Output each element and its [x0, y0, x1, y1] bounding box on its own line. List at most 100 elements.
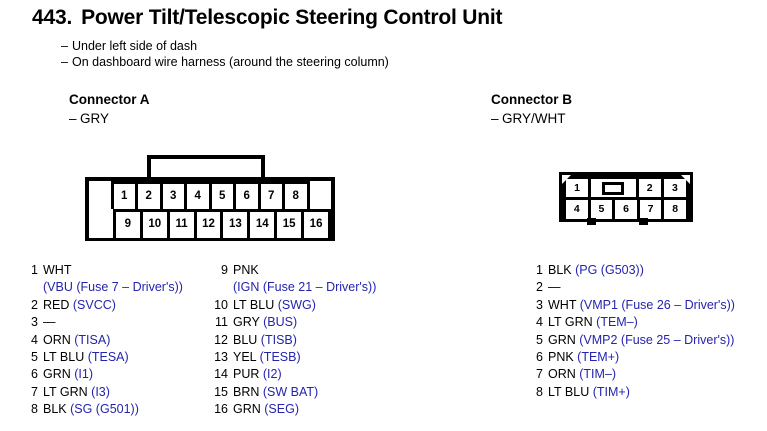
pin-signal-name: (TESA): [84, 350, 129, 365]
pin-wire-color: WHT: [43, 263, 72, 277]
pin-wire-color: LT BLU: [548, 384, 590, 399]
pin-description: BRN (SW BAT): [233, 384, 318, 401]
connector-b-pin-cell: 6: [612, 197, 640, 222]
connector-a-pin-cell: 1: [110, 181, 138, 213]
connector-b-pin-cell: 5: [587, 197, 616, 222]
connector-a-pin-cell: 12: [193, 209, 224, 241]
pin-signal-name: (TESB): [256, 350, 301, 365]
page-title-number: 443.: [32, 6, 73, 29]
connector-a-diagram: 1 2 3 4 5 6 7 8 9 10 11 12 13 14 15 16: [85, 155, 335, 241]
page-title-text: Power Tilt/Telescopic Steering Control U…: [81, 6, 503, 29]
pin-wire-color: BLK: [43, 402, 67, 417]
pin-signal-name: (TISB): [257, 332, 297, 347]
pin-description: BLK (SG (G501)): [43, 401, 139, 418]
connector-a-pin-row-continuation: (VBU (Fuse 7 – Driver's)): [30, 279, 183, 296]
connector-a-pin-cell: 13: [220, 209, 251, 241]
connector-a-latch-bracket: [147, 155, 265, 177]
pin-number: 7: [536, 367, 543, 382]
pin-signal-name: (I2): [259, 367, 282, 382]
pin-signal-name: (TIM–): [575, 367, 617, 382]
pin-signal-name: (PG (G503)): [571, 263, 644, 277]
location-notes: –Under left side of dash –On dashboard w…: [61, 38, 389, 70]
pin-signal-name: (TEM+): [573, 350, 620, 365]
connector-a-body: 1 2 3 4 5 6 7 8 9 10 11 12 13 14 15 16: [85, 177, 335, 241]
pin-number: 12: [214, 332, 228, 347]
pin-description: GRN (I1): [43, 366, 93, 383]
connector-b-pin-row: 2—: [535, 279, 735, 296]
connector-a-bottom-gap-left: [89, 209, 116, 241]
pin-wire-color: PNK: [233, 263, 259, 277]
pin-number: 14: [214, 367, 228, 382]
pin-signal-name: (IGN (Fuse 21 – Driver's)): [233, 280, 377, 295]
pin-description: RED (SVCC): [43, 297, 116, 314]
pin-signal-name: (SG (G501)): [66, 402, 139, 417]
pin-description: WHT (VMP1 (Fuse 26 – Driver's)): [548, 297, 735, 314]
connector-b-bottom-row: 4 5 6 7 8: [563, 197, 689, 222]
pin-description: LT GRN (TEM–): [548, 314, 638, 331]
pin-wire-color: LT BLU: [43, 350, 85, 365]
connector-a-name: Connector A: [69, 92, 150, 107]
pin-number: 9: [221, 263, 228, 277]
pin-signal-name: (SW BAT): [259, 384, 319, 399]
pin-wire-color: GRY: [233, 315, 260, 330]
pin-description: LT BLU (TESA): [43, 349, 129, 366]
connector-a-color: –GRY: [69, 111, 150, 126]
connector-a-pin-cell: 11: [166, 209, 197, 241]
pin-description: PNK (TEM+): [548, 349, 619, 366]
pin-wire-color: PNK: [548, 350, 574, 365]
pin-number: 10: [214, 297, 228, 312]
pin-number: 7: [31, 384, 38, 399]
pin-wire-color: —: [548, 280, 561, 295]
connector-a-top-row: 1 2 3 4 5 6 7 8: [89, 181, 331, 213]
location-note: –On dashboard wire harness (around the s…: [61, 54, 389, 70]
pin-number: 6: [536, 350, 543, 365]
connector-b-latch-cell: [588, 176, 639, 201]
pin-description: BLU (TISB): [233, 332, 297, 349]
pin-wire-color: YEL: [233, 350, 257, 365]
pin-description: ORN (TIM–): [548, 366, 616, 383]
connector-b-pin-cell: 8: [661, 197, 689, 222]
connector-a-pin-cell: 14: [247, 209, 278, 241]
pin-wire-color: BRN: [233, 384, 260, 399]
pin-wire-color: WHT: [548, 297, 577, 312]
connector-a-bottom-row: 9 10 11 12 13 14 15 16: [89, 209, 332, 241]
connector-a-notch-right: [306, 181, 331, 213]
pin-number: 11: [215, 315, 228, 330]
pin-wire-color: GRN: [548, 332, 576, 347]
connector-b-body: 1 2 3 4 5 6 7 8: [559, 172, 693, 225]
connector-a-pin-row: 6 GRN (I1): [30, 366, 183, 383]
bullet-dash-icon: –: [61, 55, 68, 69]
pin-wire-color: LT GRN: [548, 315, 593, 330]
pin-signal-name: (I1): [70, 367, 94, 382]
pin-description: GRN (VMP2 (Fuse 25 – Driver's)): [548, 332, 734, 349]
connector-b-heading: Connector B –GRY/WHT: [491, 92, 572, 126]
connector-b-diagram: 1 2 3 4 5 6 7 8: [559, 172, 693, 225]
pin-description: GRN (SEG): [233, 401, 299, 418]
connector-a-pin-row: 14 PUR (I2): [212, 366, 376, 383]
page-title: 443. Power Tilt/Telescopic Steering Contr…: [32, 6, 502, 30]
location-note-text: On dashboard wire harness (around the st…: [72, 55, 389, 69]
pin-description: PNK: [233, 262, 259, 279]
pin-signal-name: (TEM–): [592, 315, 638, 330]
pin-number: 16: [214, 402, 228, 417]
connector-b-nub: [587, 218, 596, 225]
bullet-dash-icon: –: [69, 111, 77, 126]
connector-a-pin-cell: 15: [274, 209, 305, 241]
pin-signal-name: (SEG): [260, 402, 299, 417]
pin-description: PUR (I2): [233, 366, 282, 383]
connector-a-color-text: GRY: [80, 111, 110, 126]
pin-description: YEL (TESB): [233, 349, 301, 366]
connector-b-chamfer-right: [681, 175, 690, 184]
pin-number: 6: [31, 367, 38, 382]
pin-number: 5: [31, 350, 38, 365]
connector-b-pin-row: 7 ORN (TIM–): [535, 366, 735, 383]
connector-b-chamfer-left: [562, 175, 571, 184]
